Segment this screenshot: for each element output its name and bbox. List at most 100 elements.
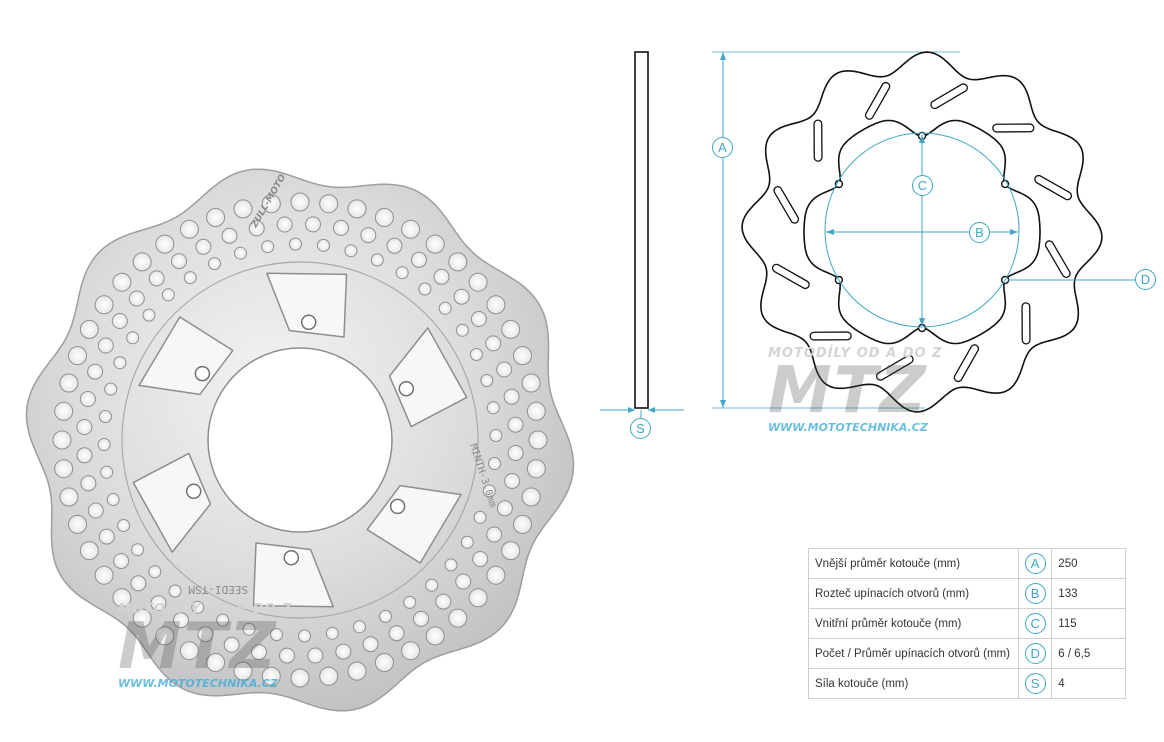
drilled-hole — [126, 331, 140, 345]
drilled-hole — [347, 199, 367, 219]
drilled-hole — [59, 373, 79, 393]
drilled-hole — [307, 647, 324, 664]
spec-value: 133 — [1051, 578, 1126, 609]
drilled-hole — [344, 244, 358, 258]
drilled-hole — [94, 295, 114, 315]
drilled-hole — [455, 323, 469, 337]
drilled-hole — [469, 348, 483, 361]
drilled-hole — [168, 584, 182, 598]
drilled-hole — [401, 219, 421, 239]
drilled-hole — [68, 346, 87, 366]
drilled-hole — [76, 447, 93, 464]
drilled-hole — [206, 208, 226, 227]
drilled-hole — [468, 588, 488, 608]
drilled-hole — [100, 465, 114, 479]
drilled-hole — [131, 543, 145, 557]
drilled-hole — [233, 199, 253, 219]
drilled-hole — [279, 647, 295, 664]
drilled-hole — [216, 613, 230, 627]
drilled-hole — [113, 553, 130, 569]
drilled-hole — [206, 653, 226, 672]
drilled-hole — [104, 382, 118, 396]
spec-value: 115 — [1051, 608, 1126, 639]
drilled-hole — [425, 578, 439, 592]
disc-slot-inner — [774, 187, 798, 223]
drilled-hole — [333, 219, 349, 236]
drilled-hole — [52, 430, 72, 450]
technical-drawing — [600, 51, 1135, 418]
spec-key-cell: S — [1017, 668, 1053, 699]
spec-label: Vnitřní průměr kotouče (mm) — [808, 608, 1019, 639]
drilled-hole — [388, 625, 405, 642]
disc-cutout — [266, 272, 348, 338]
drilled-hole — [386, 237, 403, 254]
drilled-hole — [401, 641, 421, 661]
spec-key-badge: S — [1024, 673, 1046, 694]
drilled-hole — [374, 208, 394, 227]
drilled-hole — [521, 487, 541, 507]
drilled-hole — [317, 238, 330, 252]
drilled-hole — [59, 487, 79, 507]
drilled-hole — [448, 252, 468, 272]
drilled-hole — [54, 459, 74, 479]
label-b-badge: B — [969, 222, 990, 243]
spec-key-cell: B — [1017, 578, 1053, 609]
drilled-hole — [486, 295, 506, 315]
mounting-hole — [389, 498, 406, 515]
drilled-hole — [513, 346, 532, 366]
drilled-hole — [195, 238, 212, 255]
spec-value: 6 / 6,5 — [1051, 638, 1126, 669]
drilled-hole — [117, 519, 131, 532]
drilled-hole — [353, 620, 366, 634]
drilled-hole — [438, 301, 452, 315]
drilled-hole — [223, 636, 240, 653]
mounting-hole — [398, 380, 415, 397]
drilled-hole — [242, 622, 256, 636]
watermark-url: WWW.MOTOTECHNIKA.CZ — [118, 677, 278, 690]
disc-part-number-marking: SEEDI-TSM — [188, 583, 248, 596]
drilled-hole — [298, 629, 311, 643]
drilled-hole — [111, 313, 128, 329]
drilled-hole — [233, 661, 253, 681]
mounting-hole — [185, 483, 202, 500]
spec-key-cell: D — [1017, 638, 1053, 669]
watermark-tagline: MOTODÍLY OD A DO Z — [118, 602, 293, 617]
drilled-hole — [468, 272, 488, 292]
drilled-hole — [87, 363, 104, 380]
watermark-tagline: MOTODÍLY OD A DO Z — [768, 346, 943, 361]
spec-key-cell: A — [1017, 548, 1053, 579]
drilled-hole — [87, 502, 104, 519]
drilled-hole — [488, 457, 502, 470]
spec-label: Vnější průměr kotouče (mm) — [808, 548, 1019, 579]
drilled-hole — [142, 308, 156, 322]
disc-cutout — [388, 327, 468, 428]
drilled-hole — [470, 311, 487, 327]
drilled-hole — [270, 628, 283, 642]
drilled-hole — [501, 541, 521, 561]
drilled-hole — [179, 219, 199, 239]
drilled-hole — [362, 636, 379, 653]
drilled-hole — [79, 391, 96, 407]
drilled-hole — [489, 429, 503, 442]
spec-key-badge: B — [1024, 583, 1046, 604]
mounting-hole — [300, 314, 317, 331]
drilled-hole — [290, 192, 310, 212]
drilled-hole — [191, 600, 205, 614]
drilled-hole — [76, 419, 93, 435]
drilled-hole — [507, 416, 524, 433]
disc-slot-inner — [877, 356, 913, 380]
drilled-hole — [504, 473, 521, 489]
drilled-hole — [150, 595, 167, 612]
drilled-hole — [455, 573, 472, 590]
drilled-hole — [360, 227, 377, 244]
drilled-hole — [261, 666, 281, 686]
disc-side-profile — [634, 51, 649, 409]
drilled-hole — [261, 194, 281, 214]
drilled-hole — [132, 252, 152, 272]
drilled-hole — [501, 319, 521, 339]
